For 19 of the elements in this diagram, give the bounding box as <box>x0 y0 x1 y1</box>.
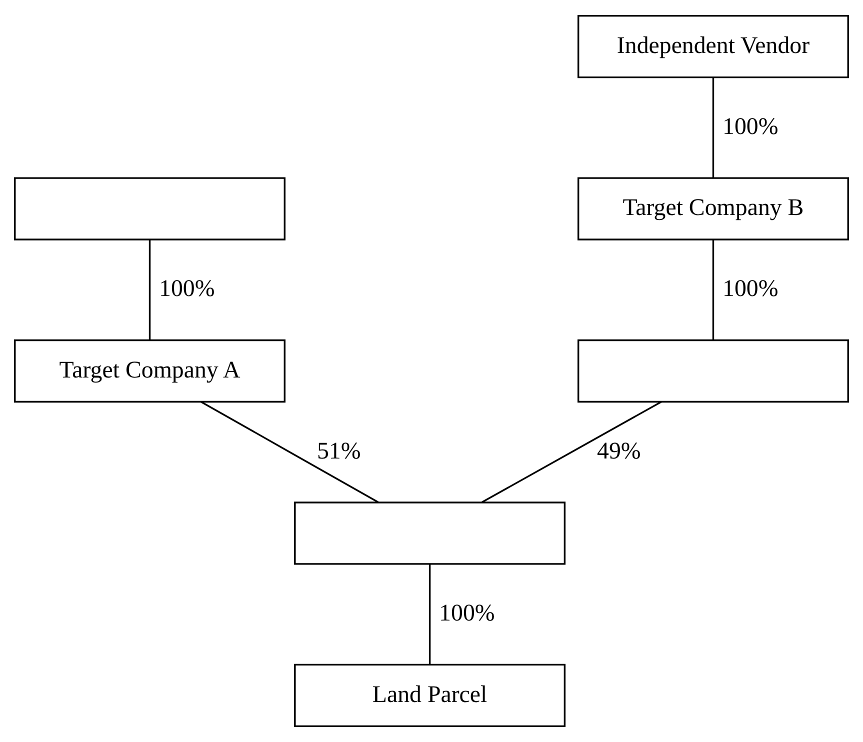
node-box: Target Company A <box>14 339 286 403</box>
connector <box>712 240 714 340</box>
edge-label: 100% <box>439 600 495 627</box>
node-box <box>14 177 286 240</box>
node-box: Target Company B <box>578 177 849 240</box>
edge-label: 51% <box>316 438 361 464</box>
edge-label: 100% <box>722 276 778 302</box>
connector <box>148 240 151 340</box>
edge-label: 100% <box>722 114 778 140</box>
edge-label: 49% <box>597 438 641 464</box>
node-box <box>294 502 566 565</box>
edge-label: 100% <box>159 276 215 302</box>
connector <box>200 401 379 504</box>
connector <box>712 77 714 178</box>
connector <box>482 401 662 504</box>
connector <box>428 564 431 664</box>
node-box: Land Parcel <box>294 664 566 728</box>
node-box: Independent Vendor <box>578 14 849 78</box>
node-box <box>578 339 849 403</box>
